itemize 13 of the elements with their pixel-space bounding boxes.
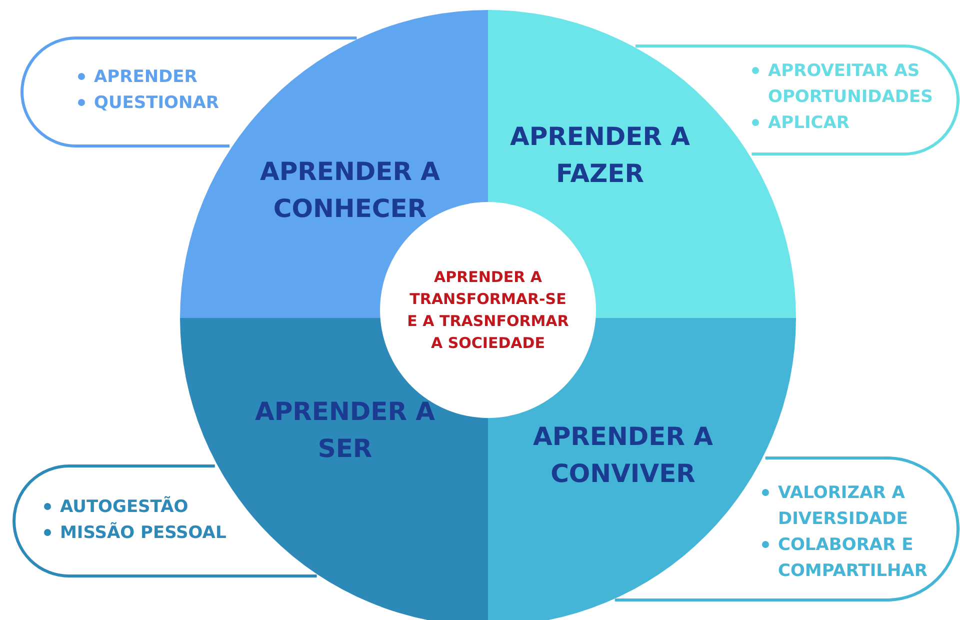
- quadrant-title: APRENDER A FAZER: [508, 121, 692, 190]
- bullet-text: QUESTIONAR: [94, 92, 219, 115]
- quadrant-title: APRENDER A SER: [254, 396, 436, 465]
- quadrant-title: APRENDER A CONHECER: [258, 156, 442, 225]
- center-title: APRENDER A TRANSFORMAR-SE E A TRASNFORMAR A SOCIEDADE: [406, 267, 570, 354]
- bullet-text: APRENDER: [94, 66, 198, 89]
- bullet-text: AUTOGESTÃO: [60, 495, 188, 519]
- bullet-text: COLABORAR E COMPARTILHAR: [778, 534, 928, 583]
- bullet-text: VALORIZAR A DIVERSIDADE: [778, 482, 909, 531]
- bullet-text: MISSÃO PESSOAL: [60, 521, 226, 545]
- bullet-text: APLICAR: [768, 112, 850, 135]
- bullet-text: APROVEITAR AS OPORTUNIDADES: [768, 60, 934, 109]
- quadrant-title: APRENDER A CONVIVER: [532, 421, 714, 490]
